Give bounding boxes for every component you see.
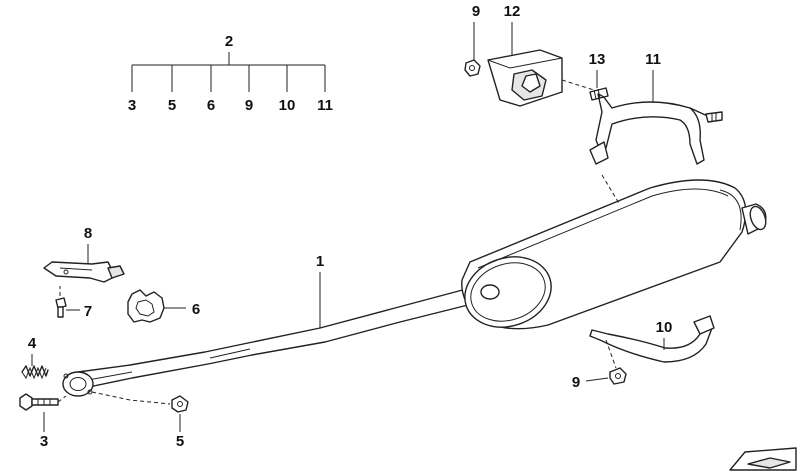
bolt-3 <box>19 393 67 411</box>
clamp-bracket-11 <box>589 93 723 165</box>
bolt-7 <box>55 286 67 318</box>
callout-5-bottom[interactable]: 5 <box>176 433 184 450</box>
tree-callout-5[interactable]: 5 <box>168 97 176 114</box>
rubber-mount <box>487 49 595 107</box>
callout-13[interactable]: 13 <box>589 51 606 68</box>
callout-9-bottom[interactable]: 9 <box>572 374 580 391</box>
pipe-flange <box>62 371 94 397</box>
callout-9-top[interactable]: 9 <box>472 3 480 20</box>
tree-callout-10[interactable]: 10 <box>279 97 296 114</box>
nut-5 <box>171 395 189 413</box>
part-group-tree: 2 3 5 6 9 10 11 <box>128 33 333 114</box>
rear-silencer <box>461 174 767 330</box>
tree-callout-3[interactable]: 3 <box>128 97 136 114</box>
callout-3-bottom[interactable]: 3 <box>40 433 48 450</box>
gasket-6 <box>127 289 165 323</box>
tree-callout-9[interactable]: 9 <box>245 97 253 114</box>
callout-7[interactable]: 7 <box>84 303 92 320</box>
tree-callout-6[interactable]: 6 <box>207 97 215 114</box>
strap-clamp-10 <box>589 315 715 369</box>
nut-top <box>464 59 481 77</box>
callout-1[interactable]: 1 <box>316 253 324 270</box>
callout-2[interactable]: 2 <box>225 33 233 50</box>
callout-8[interactable]: 8 <box>84 225 92 242</box>
page-turn-icon[interactable] <box>729 447 797 471</box>
callout-4[interactable]: 4 <box>28 335 37 352</box>
callout-11[interactable]: 11 <box>645 51 661 68</box>
callout-12[interactable]: 12 <box>504 3 521 20</box>
spring-4 <box>21 365 49 380</box>
nut-bottom <box>609 367 627 385</box>
exhaust-pipe <box>62 282 499 405</box>
tree-callout-11[interactable]: 11 <box>317 97 333 114</box>
bracket-8 <box>43 261 125 283</box>
callout-6[interactable]: 6 <box>192 301 200 318</box>
callout-10[interactable]: 10 <box>656 319 673 336</box>
